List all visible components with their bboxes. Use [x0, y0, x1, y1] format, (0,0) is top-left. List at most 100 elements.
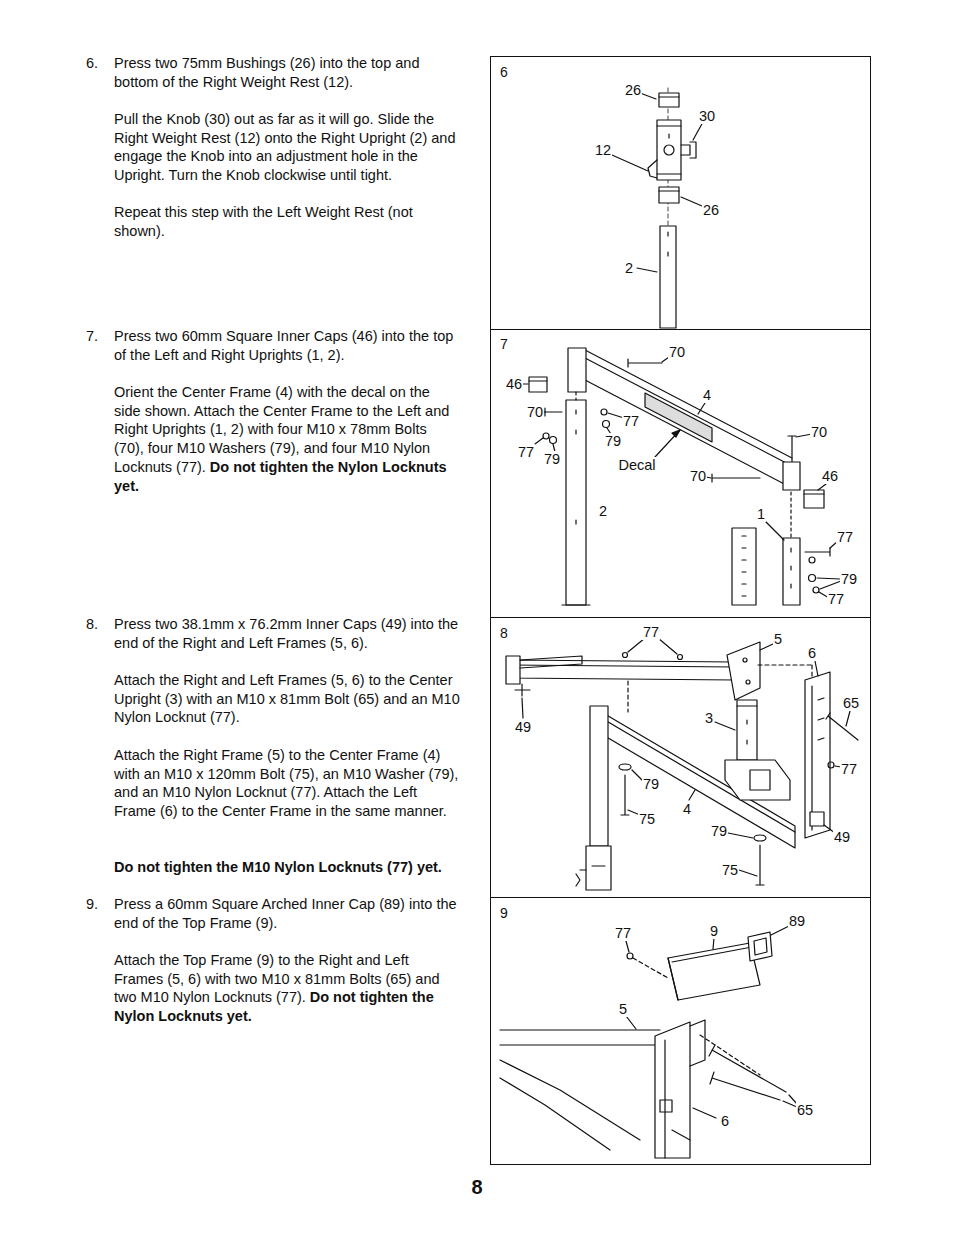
drawing-line: [586, 846, 611, 890]
callout-number: 3: [704, 710, 714, 726]
drawing-line: [619, 764, 631, 770]
instruction-paragraph: Press two 75mm Bushings (26) into the to…: [114, 54, 460, 91]
drawing-line: [660, 226, 676, 328]
callout-number: 79: [642, 776, 660, 792]
drawing-line: [739, 870, 757, 876]
callout-number: 2: [598, 503, 608, 519]
drawing-line: [621, 775, 629, 815]
callout-number: 77: [836, 529, 854, 545]
drawing-line: [846, 711, 850, 726]
drawing-line: [575, 392, 576, 400]
drawing-line: [713, 938, 714, 949]
step-number: 6: [500, 64, 508, 80]
callout-number: 12: [594, 142, 612, 158]
callout-number: 79: [710, 823, 728, 839]
callout-number: 65: [796, 1102, 814, 1118]
drawing-line: [659, 96, 679, 97]
callout-number: 5: [773, 631, 783, 647]
callout-number: 70: [668, 344, 686, 360]
drawing-line: [737, 706, 757, 744]
callout-number: 26: [702, 202, 720, 218]
drawing-line: [820, 581, 841, 589]
drawing-line: [543, 433, 549, 439]
drawing-line: [754, 835, 766, 841]
callout-number: 77: [840, 761, 858, 777]
callout-number: 26: [624, 82, 642, 98]
drawing-line: [500, 1030, 660, 1150]
drawing-line: [668, 134, 669, 138]
drawing-line: [709, 1045, 786, 1092]
instruction-paragraph: Repeat this step with the Left Weight Re…: [114, 203, 460, 240]
instruction-text: Press two 75mm Bushings (26) into the to…: [114, 55, 419, 90]
drawing-line: [529, 380, 547, 381]
drawing-line: [627, 681, 628, 712]
drawing-line: [804, 493, 824, 494]
step8-drawing: [506, 638, 858, 890]
drawing-line: [805, 672, 830, 838]
drawing-line: [657, 126, 681, 174]
callout-number: 4: [682, 801, 692, 817]
step-panel: 9: [490, 898, 871, 1165]
drawing-line: [742, 536, 746, 596]
drawing-line: [765, 521, 784, 540]
instruction-paragraph: Press a 60mm Square Arched Inner Cap (89…: [114, 895, 460, 932]
drawing-line: [628, 638, 645, 652]
callout-number: Decal: [617, 457, 656, 473]
instruction-paragraph: Press two 38.1mm x 76.2mm Inner Caps (49…: [114, 615, 460, 652]
drawing-line: [715, 722, 735, 730]
drawing-line: [655, 1022, 690, 1158]
callout-number: 5: [618, 1001, 628, 1017]
instruction-text: Repeat this step with the Left Weight Re…: [114, 204, 413, 239]
drawing-line: [828, 762, 834, 768]
callout-number: 46: [505, 376, 523, 392]
drawing-line: [562, 410, 590, 605]
step-number: 9: [500, 905, 508, 921]
instruction-paragraph: Press two 60mm Square Inner Caps (46) in…: [114, 327, 460, 364]
drawing-line: [727, 642, 760, 700]
callout-number: 77: [517, 444, 535, 460]
drawing-line: [788, 436, 796, 458]
callout-number: 70: [689, 468, 707, 484]
callout-number: 89: [788, 913, 806, 929]
callout-number: 75: [721, 862, 739, 878]
drawing-line: [758, 664, 812, 665]
drawing-line: [805, 548, 830, 556]
drawing-line: [681, 197, 702, 206]
drawing-line: [818, 484, 826, 490]
drawing-line: [804, 490, 824, 508]
drawing-line: [689, 790, 695, 800]
drawing-line: [623, 653, 628, 658]
drawing-line: [810, 812, 824, 826]
callout-number: 30: [698, 108, 716, 124]
instruction-text: Press a 60mm Square Arched Inner Cap (89…: [114, 896, 457, 931]
drawing-line: [790, 548, 791, 588]
step-number: 6.: [86, 54, 98, 73]
drawing-line: [640, 93, 656, 99]
drawing-line: [585, 350, 792, 488]
callout-number: 65: [842, 695, 860, 711]
step7-drawing: [522, 348, 841, 605]
callout-number: 77: [614, 925, 632, 941]
page-number: 8: [471, 1176, 482, 1199]
instruction-paragraph: Do not tighten the M10 Nylon Locknuts (7…: [114, 858, 460, 877]
callout-number: 79: [840, 571, 858, 587]
drawing-line: [756, 845, 764, 885]
drawing-line: [783, 462, 800, 490]
instruction-text: Pull the Knob (30) out as far as it will…: [114, 111, 455, 183]
drawing-line: [529, 377, 547, 392]
drawing-line: [659, 93, 679, 107]
drawing-line: [568, 348, 586, 392]
step-panel: 7: [490, 329, 871, 618]
callout-number: 1: [756, 506, 766, 522]
drawing-line: [612, 155, 648, 171]
step9-drawing: [500, 926, 797, 1158]
drawing-line: [737, 700, 757, 760]
drawing-line: [760, 644, 773, 650]
drawing-line: [710, 1072, 780, 1100]
drawing-line: [658, 638, 677, 654]
drawing-line: [510, 660, 735, 680]
callout-number: 2: [624, 260, 634, 276]
callout-number: 49: [833, 829, 851, 845]
drawing-line: [598, 710, 795, 848]
drawing-line: [633, 958, 668, 978]
